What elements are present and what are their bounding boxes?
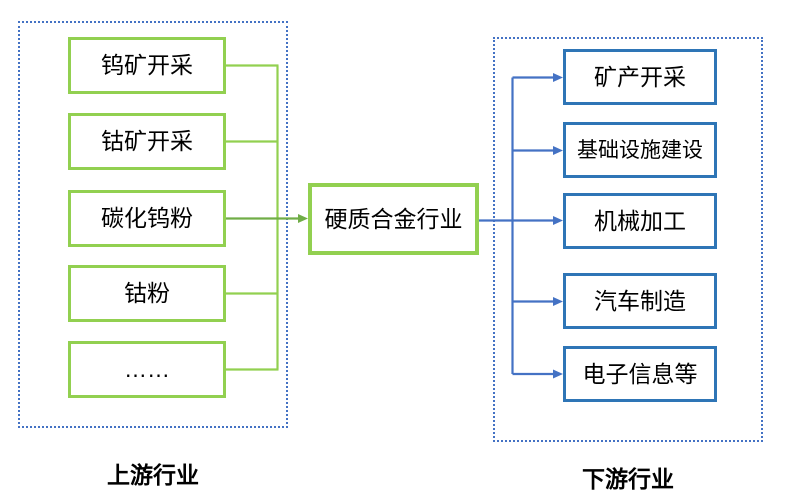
upstream-box-ellipsis: …… — [68, 341, 226, 398]
downstream-box-electronics: 电子信息等 — [563, 346, 717, 402]
upstream-group-border — [18, 21, 288, 428]
downstream-box-automobile: 汽车制造 — [563, 273, 717, 329]
upstream-box-tungsten-carbide-powder: 碳化钨粉 — [68, 190, 226, 247]
downstream-group-border — [493, 37, 763, 442]
upstream-box-cobalt-powder: 钴粉 — [68, 265, 226, 322]
upstream-box-tungsten-mining: 钨矿开采 — [68, 37, 226, 94]
downstream-box-mineral-mining: 矿产开采 — [563, 49, 717, 105]
downstream-group-label: 下游行业 — [582, 466, 674, 492]
center-box-hard-alloy-industry: 硬质合金行业 — [308, 183, 479, 255]
downstream-box-machining: 机械加工 — [563, 193, 717, 249]
upstream-box-cobalt-mining: 钴矿开采 — [68, 113, 226, 170]
downstream-box-infrastructure: 基础设施建设 — [563, 122, 717, 178]
arrow-head-to-center — [298, 214, 308, 223]
upstream-group-label: 上游行业 — [107, 462, 199, 488]
